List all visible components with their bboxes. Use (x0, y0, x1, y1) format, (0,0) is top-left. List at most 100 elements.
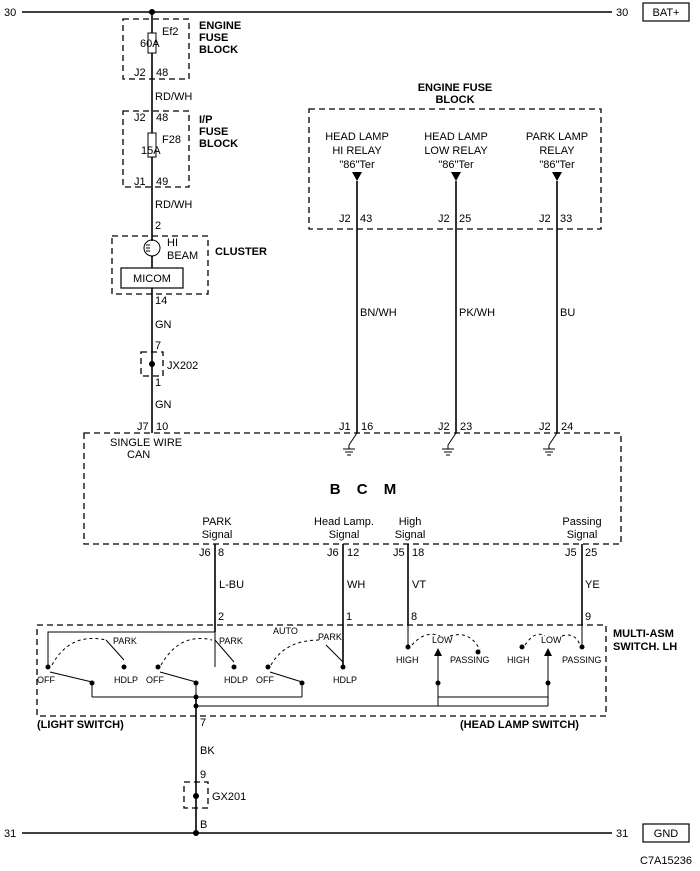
engine-fuse-title-3: BLOCK (199, 44, 238, 56)
multi-asm-switch: MULTI-ASM SWITCH. LH (LIGHT SWITCH) (HEA… (36, 624, 677, 731)
wire-color-bu: BU (560, 307, 575, 319)
engine-fuse-title-1: ENGINE (199, 20, 241, 32)
engine-fuse-title-2: FUSE (199, 32, 228, 44)
engine-fuse-right-title-2: BLOCK (435, 94, 474, 106)
ip-fuse-block: J2 48 15A F28 I/P FUSE BLOCK J1 49 (122, 110, 238, 197)
bcm-in-pin-2: 23 (460, 421, 472, 433)
engine-fuse-block-top: 60A Ef2 ENGINE FUSE BLOCK J2 48 (122, 12, 241, 90)
can-label-1: SINGLE WIRE (110, 437, 182, 449)
ip-pin-top: 48 (156, 112, 168, 124)
relay-park-lamp: PARK LAMP RELAY "86"Ter J2 33 (526, 131, 588, 225)
wire-color-bnwh: BN/WH (360, 307, 397, 319)
jx202-name: JX202 (167, 360, 198, 372)
switch-gnd-pin-7: 7 (200, 717, 206, 729)
relay-park-line-3: "86"Ter (539, 159, 575, 171)
jx202-pin-bottom: 1 (155, 377, 161, 389)
rail-number-top-right: 30 (616, 7, 628, 19)
gx201-pin-top: 9 (200, 769, 206, 781)
ip-pin-bottom: 49 (156, 176, 168, 188)
wire-color-bk: BK (200, 745, 215, 757)
signal-park-1: PARK (202, 516, 232, 528)
switch-pin-8: 8 (411, 611, 417, 623)
fuse-rating-15a: 15A (141, 145, 161, 157)
pos-low-1: LOW (432, 635, 453, 645)
engine-fuse-right-title-1: ENGINE FUSE (418, 82, 493, 94)
signal-park-conn: J6 (199, 547, 211, 559)
bcm-can-pin: 10 (156, 421, 168, 433)
relay-hi-pin: 43 (360, 213, 372, 225)
pos-park-2: PARK (219, 636, 243, 646)
gx201-name: GX201 (212, 791, 246, 803)
wire-color-gn-1: GN (155, 319, 172, 331)
cluster-title: CLUSTER (215, 246, 267, 258)
ground-symbol-icon (442, 432, 457, 456)
ip-fuse-title-2: FUSE (199, 126, 228, 138)
hi-beam-label-2: BEAM (167, 250, 198, 262)
ground-symbol-icon (543, 432, 558, 456)
gnd-label: GND (654, 828, 679, 840)
diagram-id: C7A15236 (640, 855, 692, 867)
ip-fuse-title-1: I/P (199, 114, 212, 126)
head-lamp-switch-section-2: LOW HIGH PASSING (507, 625, 601, 706)
bcm-in-conn-3: J2 (539, 421, 551, 433)
switch-pin-9: 9 (585, 611, 591, 623)
switch-pin-1: 1 (346, 611, 352, 623)
signal-headlamp-2: Signal (329, 529, 360, 541)
bcm-can-conn: J7 (137, 421, 149, 433)
wire-color-rdwh-1: RD/WH (155, 91, 192, 103)
pos-off-2: OFF (146, 675, 164, 685)
wire-color-ye: YE (585, 579, 600, 591)
light-switch-section-3: AUTO PARK OFF HDLP (256, 625, 357, 686)
relay-low-line-1: HEAD LAMP (424, 131, 488, 143)
bcm-in-pin-1: 16 (361, 421, 373, 433)
head-lamp-switch-section-1: LOW HIGH PASSING (396, 625, 489, 706)
light-switch-section-2: PARK OFF HDLP (146, 632, 248, 685)
hi-beam-label-1: HI (167, 237, 178, 249)
relay-head-lamp-low: HEAD LAMP LOW RELAY "86"Ter J2 25 (424, 131, 488, 225)
signal-high-1: High (399, 516, 422, 528)
connector-j2-label: J2 (134, 67, 146, 79)
relay-low-conn: J2 (438, 213, 450, 225)
bat-plus-label: BAT+ (652, 7, 679, 19)
signal-park-2: Signal (202, 529, 233, 541)
signal-headlamp-pin: 12 (347, 547, 359, 559)
gx201-splice: 9 GX201 B (183, 769, 246, 831)
pos-park-1: PARK (113, 636, 137, 646)
switch-pin-2: 2 (218, 611, 224, 623)
pos-passing-2: PASSING (562, 655, 601, 665)
relay-hi-conn: J2 (339, 213, 351, 225)
signal-passing-pin: 25 (585, 547, 597, 559)
fuse-name-f28: F28 (162, 134, 181, 146)
gnd-rail: 31 31 GND (4, 823, 690, 843)
rail-number-bottom-left: 31 (4, 828, 16, 840)
ip-connector-bottom: J1 (134, 176, 146, 188)
switch-title-1: MULTI-ASM (613, 628, 674, 640)
relay-hi-line-2: HI RELAY (332, 145, 382, 157)
bat-rail: 30 30 BAT+ (4, 2, 690, 22)
pos-off-1: OFF (37, 675, 55, 685)
pos-passing-1: PASSING (450, 655, 489, 665)
wire-color-lbu: L-BU (219, 579, 244, 591)
switch-arrow-up-icon (434, 648, 442, 656)
wire-color-rdwh-2: RD/WH (155, 199, 192, 211)
wire-color-wh: WH (347, 579, 365, 591)
pos-off-3: OFF (256, 675, 274, 685)
ground-symbol-icon (343, 432, 358, 456)
relay-hi-line-1: HEAD LAMP (325, 131, 389, 143)
signal-high-conn: J5 (393, 547, 405, 559)
relay-low-line-3: "86"Ter (438, 159, 474, 171)
relay-hi-line-3: "86"Ter (339, 159, 375, 171)
signal-passing-conn: J5 (565, 547, 577, 559)
relay-park-pin: 33 (560, 213, 572, 225)
pos-hdlp-3: HDLP (333, 675, 357, 685)
relay-terminal-arrow-icon (451, 172, 461, 181)
signal-passing-2: Signal (567, 529, 598, 541)
cluster-pin-out: 14 (155, 295, 167, 307)
fuse-rating-60a: 60A (140, 38, 160, 50)
fuse-name-ef2: Ef2 (162, 26, 179, 38)
bcm-module: J7 10 SINGLE WIRE CAN B C M J1 16 J2 23 … (83, 421, 622, 559)
relay-low-line-2: LOW RELAY (424, 145, 488, 157)
bcm-in-conn-2: J2 (438, 421, 450, 433)
gx201-pin-bottom: B (200, 819, 207, 831)
